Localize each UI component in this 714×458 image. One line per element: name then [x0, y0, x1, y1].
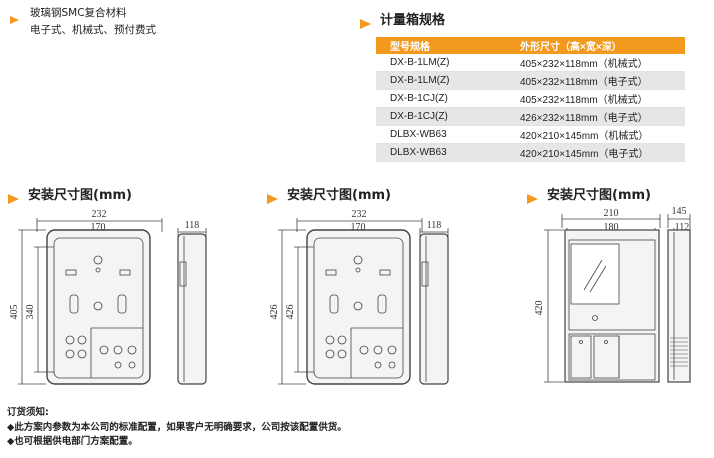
- model-cell: DX-B-1CJ(Z): [376, 107, 506, 126]
- notes-item: ◆此方案内参数为本公司的标准配置，如果客户无明确要求，公司按该配置供货。: [7, 421, 347, 433]
- table-row: DX-B-1CJ(Z)426×232×118mm（电子式）: [376, 107, 685, 126]
- drawing1-depth-label: 118: [185, 220, 200, 231]
- notes-heading: 订货须知:: [7, 407, 49, 418]
- size-cell: 426×232×118mm（电子式）: [506, 107, 685, 126]
- drawing1-inner-width-label: 170: [91, 222, 106, 233]
- model-cell: DLBX-WB63: [376, 125, 506, 144]
- drawing1-inner-height-label: 340: [25, 305, 36, 320]
- drawing3-height-label: 420: [534, 301, 545, 316]
- order-notes: 订货须知: ◆此方案内参数为本公司的标准配置，如果客户无明确要求，公司按该配置供…: [7, 406, 347, 450]
- size-cell: 420×210×145mm（机械式）: [506, 125, 685, 144]
- size-cell: 405×232×118mm（机械式）: [506, 54, 685, 72]
- drawing2-inner-width-label: 170: [351, 222, 366, 233]
- drawing3-arrow-icon: [527, 189, 538, 208]
- spec-title-arrow-icon: [360, 14, 371, 33]
- drawing2-arrow-icon: [267, 189, 278, 208]
- drawing3-width-label: 210: [604, 208, 619, 219]
- intro-text: 玻璃钢SMC复合材料 电子式、机械式、预付费式: [30, 5, 156, 39]
- notes-item: ◆也可根据供电部门方案配置。: [7, 436, 138, 447]
- drawing3-title: 安装尺寸图(mm): [547, 188, 651, 203]
- model-cell: DX-B-1LM(Z): [376, 54, 506, 72]
- size-cell: 405×232×118mm（机械式）: [506, 89, 685, 108]
- drawing2-inner-height-label: 426: [285, 305, 296, 320]
- spec-title: 计量箱规格: [380, 13, 446, 28]
- drawing1-arrow-icon: [8, 189, 19, 208]
- drawing3-depth-label: 145: [672, 206, 687, 217]
- drawing2-title: 安装尺寸图(mm): [287, 188, 391, 203]
- intro-line-types: 电子式、机械式、预付费式: [30, 24, 156, 36]
- drawing3-figure: 210 180 145 112 420: [534, 206, 691, 383]
- table-row: DX-B-1CJ(Z)405×232×118mm（机械式）: [376, 89, 685, 108]
- drawing3-inner-width-label: 180: [604, 222, 619, 233]
- drawing2-height-label: 426: [269, 305, 280, 320]
- drawing1-height-label: 405: [9, 305, 20, 320]
- model-cell: DX-B-1CJ(Z): [376, 89, 506, 108]
- drawing2-figure: 232 170 118 426 426: [269, 209, 449, 385]
- drawing2-width-label: 232: [352, 209, 367, 220]
- drawing1-figure: 232 170 118 405 340: [9, 209, 207, 385]
- drawing1-title: 安装尺寸图(mm): [28, 188, 132, 203]
- spec-table-header: 型号规格 外形尺寸（高×宽×深）: [376, 37, 685, 54]
- drawing1-width-label: 232: [92, 209, 107, 220]
- table-row: DX-B-1LM(Z)405×232×118mm（电子式）: [376, 71, 685, 90]
- intro-bullet-icon: [10, 9, 19, 28]
- intro-line-material: 玻璃钢SMC复合材料: [30, 7, 127, 19]
- model-cell: DLBX-WB63: [376, 143, 506, 162]
- table-row: DX-B-1LM(Z)405×232×118mm（机械式）: [376, 54, 685, 72]
- spec-header-size: 外形尺寸（高×宽×深）: [506, 37, 685, 54]
- size-cell: 420×210×145mm（电子式）: [506, 143, 685, 162]
- spec-header-model: 型号规格: [376, 37, 506, 54]
- spec-table: 型号规格 外形尺寸（高×宽×深） DX-B-1LM(Z)405×232×118m…: [376, 37, 685, 162]
- drawing2-depth-label: 118: [427, 220, 442, 231]
- drawing3-inner-depth-label: 112: [675, 222, 690, 233]
- model-cell: DX-B-1LM(Z): [376, 71, 506, 90]
- size-cell: 405×232×118mm（电子式）: [506, 71, 685, 90]
